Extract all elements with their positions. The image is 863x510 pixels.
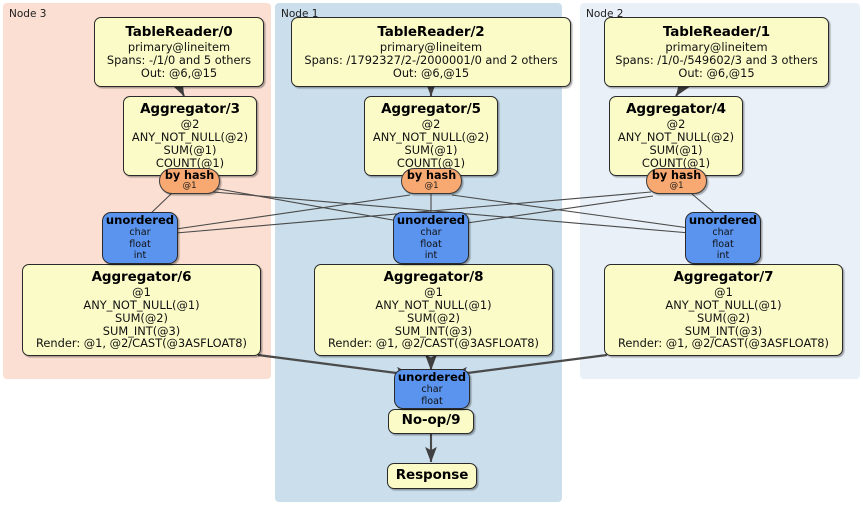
node-title: No-op/9: [401, 412, 461, 429]
sync-title: unordered: [396, 212, 466, 227]
node-aggregator-3[interactable]: Aggregator/3 @2 ANY_NOT_NULL(@2) SUM(@1)…: [123, 96, 257, 176]
node-detail-line: Spans: -/1/0 and 5 others: [106, 52, 252, 67]
node-detail-line: Spans: /1792327/2-/2000001/0 and 2 other…: [304, 52, 558, 67]
sync-type-line: float: [129, 238, 151, 250]
node-render-line: Render: @1, @2/CAST(@3ASFLOAT8): [617, 336, 829, 351]
sync-type-line: float: [712, 238, 734, 250]
node-aggregator-4[interactable]: Aggregator/4 @2 ANY_NOT_NULL(@2) SUM(@1)…: [609, 96, 743, 176]
router-detail: @1: [669, 180, 684, 191]
node-title: Aggregator/7: [673, 268, 774, 285]
node-detail-line: @2: [421, 117, 441, 132]
node-detail-line: SUM(@2): [115, 310, 168, 325]
node-detail-line: primary@lineitem: [665, 39, 768, 54]
node-detail-line: @1: [424, 284, 443, 299]
node-render-line: Render: @1, @2/CAST(@3ASFLOAT8): [327, 336, 539, 351]
node-title: TableReader/2: [377, 23, 485, 40]
sync-type-line: int: [133, 250, 147, 262]
sync-type-line: char: [712, 226, 734, 238]
node-detail-line: SUM(@1): [649, 143, 703, 158]
node-detail-line: Out: @6,@15: [392, 65, 470, 80]
node-response[interactable]: Response: [387, 463, 477, 489]
sync-title: unordered: [397, 369, 467, 384]
node-title: Aggregator/8: [383, 268, 484, 285]
node-title: Response: [395, 466, 469, 483]
router-title: by hash: [406, 169, 457, 183]
sync-type-line: char: [420, 226, 442, 238]
node-tablereader-1[interactable]: TableReader/1 primary@lineitem Spans: /1…: [604, 17, 829, 87]
node-detail-line: @2: [666, 117, 686, 132]
node-tablereader-2[interactable]: TableReader/2 primary@lineitem Spans: /1…: [291, 17, 571, 87]
node-detail-line: primary@lineitem: [127, 39, 231, 54]
sync-type-line: char: [421, 383, 443, 395]
router-by-hash-left[interactable]: by hash @1: [159, 168, 220, 194]
sync-type-line: float: [421, 395, 443, 407]
node-detail-line: @2: [180, 117, 200, 132]
synchronizer-unordered-right[interactable]: unordered char float int: [685, 212, 761, 264]
node-noop-9[interactable]: No-op/9: [388, 409, 474, 434]
node-detail-line: SUM(@1): [404, 143, 458, 158]
node-detail-line: Spans: /1/0-/549602/3 and 3 others: [615, 52, 818, 67]
node-detail-line: @1: [714, 284, 733, 299]
node-title: Aggregator/5: [381, 101, 481, 118]
node-aggregator-7[interactable]: Aggregator/7 @1 ANY_NOT_NULL(@1) SUM(@2)…: [604, 264, 843, 356]
synchronizer-unordered-left[interactable]: unordered char float int: [102, 212, 178, 264]
router-title: by hash: [164, 169, 215, 183]
node-detail-line: ANY_NOT_NULL(@2): [131, 130, 249, 145]
node-detail-line: SUM_INT(@3): [684, 323, 763, 338]
node-title: Aggregator/6: [91, 268, 192, 285]
node-detail-line: ANY_NOT_NULL(@1): [665, 297, 782, 312]
sync-type-line: float: [420, 238, 442, 250]
node-title: Aggregator/4: [626, 101, 726, 118]
node-detail-line: SUM(@2): [697, 310, 750, 325]
node-detail-line: ANY_NOT_NULL(@2): [372, 130, 490, 145]
node-detail-line: SUM_INT(@3): [394, 323, 473, 338]
node-detail-line: COUNT(@1): [641, 156, 711, 170]
node-aggregator-8[interactable]: Aggregator/8 @1 ANY_NOT_NULL(@1) SUM(@2)…: [314, 264, 553, 356]
node-title: TableReader/0: [125, 23, 233, 40]
router-detail: @1: [424, 180, 439, 191]
node-detail-line: SUM(@1): [163, 143, 217, 158]
router-by-hash-center[interactable]: by hash @1: [401, 168, 462, 194]
node-detail-line: SUM(@2): [407, 310, 460, 325]
node-detail-line: COUNT(@1): [396, 156, 466, 170]
router-by-hash-right[interactable]: by hash @1: [646, 168, 707, 194]
sync-type-line: int: [716, 250, 730, 262]
node-tablereader-0[interactable]: TableReader/0 primary@lineitem Spans: -/…: [94, 17, 264, 87]
node-title: TableReader/1: [662, 23, 771, 40]
node-detail-line: @1: [132, 284, 151, 299]
node-detail-line: COUNT(@1): [155, 156, 225, 170]
synchronizer-unordered-center[interactable]: unordered char float int: [393, 212, 469, 264]
synchronizer-unordered-final[interactable]: unordered char float: [394, 369, 470, 409]
node-detail-line: Out: @6,@15: [678, 65, 755, 80]
router-detail: @1: [182, 180, 197, 191]
sync-title: unordered: [105, 212, 175, 227]
node-detail-line: ANY_NOT_NULL(@2): [617, 130, 735, 145]
sync-title: unordered: [688, 212, 758, 227]
node-detail-line: ANY_NOT_NULL(@1): [83, 297, 200, 312]
node-aggregator-6[interactable]: Aggregator/6 @1 ANY_NOT_NULL(@1) SUM(@2)…: [22, 264, 261, 356]
node-detail-line: primary@lineitem: [379, 39, 483, 54]
node-detail-line: Out: @6,@15: [140, 65, 218, 80]
router-title: by hash: [651, 169, 702, 183]
sync-type-line: char: [129, 226, 151, 238]
node-detail-line: ANY_NOT_NULL(@1): [375, 297, 492, 312]
node-render-line: Render: @1, @2/CAST(@3ASFLOAT8): [35, 336, 247, 351]
sync-type-line: int: [424, 250, 438, 262]
node-aggregator-5[interactable]: Aggregator/5 @2 ANY_NOT_NULL(@2) SUM(@1)…: [364, 96, 498, 176]
node-panel-label-node3: Node 3: [9, 8, 47, 20]
node-detail-line: SUM_INT(@3): [102, 323, 181, 338]
node-title: Aggregator/3: [140, 101, 240, 118]
